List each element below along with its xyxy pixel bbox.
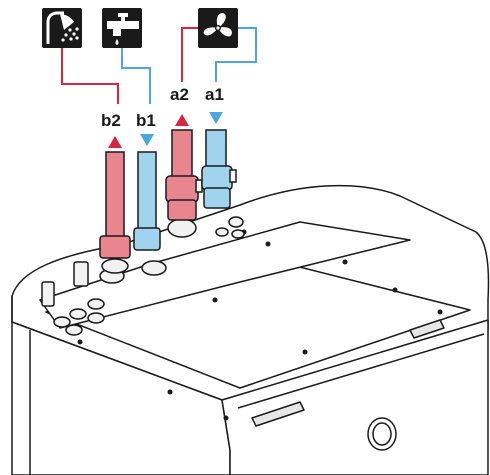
fitting-port: [53, 316, 71, 328]
fan-icon: [198, 8, 238, 48]
label-b1: b1: [136, 111, 156, 130]
screw: [265, 241, 271, 247]
arrow-b2-up: [108, 136, 122, 148]
screw: [437, 309, 443, 315]
pipe-a2: [171, 129, 193, 181]
water-tap-icon: [102, 8, 142, 48]
fitting-nut: [41, 281, 55, 307]
arrow-b1-down: [140, 134, 154, 146]
panel-screws: [77, 229, 443, 421]
pipe-b1-nut: [133, 227, 161, 251]
pipes: [99, 129, 237, 274]
pipe-a1-valve: [201, 165, 233, 191]
unit-front-edge: [237, 333, 485, 409]
rear-fittings: [41, 216, 245, 336]
pipe-a2-valve: [165, 175, 199, 203]
fitting-port: [87, 298, 105, 310]
panel-handle-front: [251, 401, 305, 427]
screw: [392, 287, 398, 293]
inspection-window-inner: [372, 422, 392, 446]
screw: [77, 339, 83, 345]
connection-lines: [61, 27, 257, 104]
screw: [302, 349, 308, 355]
flow-arrows: [108, 112, 223, 148]
fitting-port: [215, 227, 229, 237]
line-fan-to-a2: [181, 27, 198, 82]
unit-front-face: [221, 319, 489, 475]
label-a1: a1: [205, 85, 224, 104]
fitting-port: [228, 216, 244, 228]
fitting-port: [87, 312, 105, 324]
line-fan-to-a1: [215, 27, 257, 82]
fitting-port: [65, 324, 83, 336]
pipe-a2-nut: [167, 199, 197, 221]
screw: [212, 297, 218, 303]
screw: [223, 415, 229, 421]
screw: [167, 389, 173, 395]
shower-icon: [42, 8, 82, 48]
label-b2: b2: [101, 111, 121, 130]
arrow-a2-up: [175, 114, 189, 126]
connection-labels: b2 b1 a2 a1: [101, 85, 224, 130]
pipe-b2-nut: [99, 235, 131, 259]
fitting-port: [167, 218, 197, 238]
fitting-nut: [73, 261, 89, 287]
arrow-a1-down: [209, 112, 223, 124]
fitting-port: [141, 260, 167, 276]
screw: [342, 259, 348, 265]
pipe-a1-handle: [229, 169, 237, 183]
line-shower-to-b2: [61, 48, 119, 104]
pipe-a1-nut: [203, 187, 231, 209]
pipe-b2-port: [101, 258, 129, 274]
panel-handle-side: [409, 319, 445, 339]
pipe-b2: [105, 151, 125, 243]
label-a2: a2: [170, 85, 189, 104]
line-tap-to-b1: [121, 48, 151, 104]
fitting-port: [69, 308, 87, 320]
pipe-a2-handle: [195, 179, 203, 193]
pipe-b1: [137, 151, 157, 237]
pipe-a1: [205, 129, 227, 171]
fitting-port: [231, 229, 245, 239]
unit-body: [11, 184, 490, 475]
